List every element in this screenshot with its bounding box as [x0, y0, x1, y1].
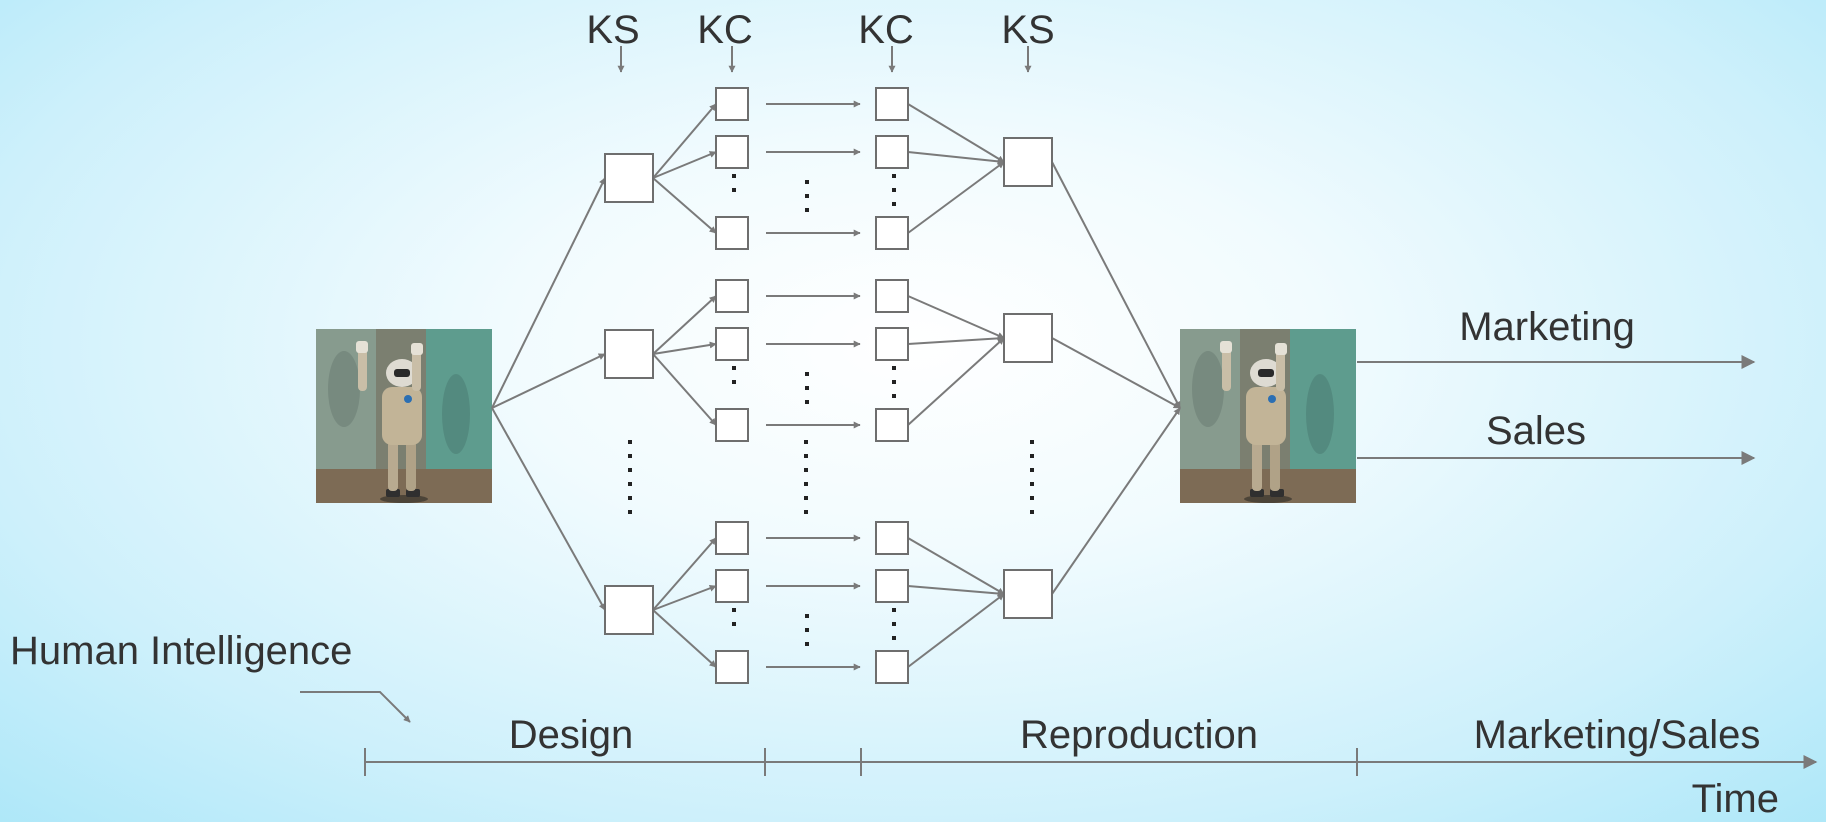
edge-kc-to-ks-2-3: [907, 337, 1005, 426]
top-label-ks-1: KS: [586, 8, 639, 52]
marketing-label: Marketing: [1459, 305, 1635, 349]
phase-design: Design: [509, 713, 634, 757]
edge-ks-to-image-1: [1051, 161, 1181, 409]
kc-box-b-3-3: [875, 650, 909, 684]
robot-image-left: [316, 329, 492, 503]
edge-ks-to-kc-1-3: [652, 177, 717, 234]
diagram-edges: [491, 100, 1181, 671]
edge-kc-to-ks-2-1: [907, 295, 1005, 339]
human-intelligence-label: Human Intelligence: [10, 629, 352, 673]
robot-image-right: [1180, 329, 1356, 503]
kc-box-b-3-1: [875, 521, 909, 555]
edge-ks-to-image-2: [1051, 337, 1181, 409]
top-label-arrows: [617, 46, 1032, 73]
phase-marketing-sales: Marketing/Sales: [1474, 713, 1761, 757]
edge-image-to-ks-3: [491, 407, 606, 611]
kc-box-a-3-2: [715, 569, 749, 603]
kc-box-b-1-1: [875, 87, 909, 121]
edge-ks-to-kc-1-1: [652, 103, 717, 179]
ks-box-right-2: [1003, 313, 1053, 363]
top-label-kc-2: KC: [858, 8, 914, 52]
timeline: [364, 748, 1818, 776]
kc-box-a-3-3: [715, 650, 749, 684]
edge-ks-to-image-3: [1051, 407, 1181, 595]
phase-reproduction: Reproduction: [1020, 713, 1258, 757]
edge-image-to-ks-1: [491, 177, 606, 409]
kc-box-a-2-2: [715, 327, 749, 361]
edge-kc-to-ks-1-1: [907, 103, 1005, 163]
edge-ks-to-kc-2-1: [652, 295, 717, 355]
edge-ks-to-kc-3-1: [652, 537, 717, 611]
edge-kc-to-ks-3-1: [907, 537, 1005, 595]
kc-box-b-3-2: [875, 569, 909, 603]
kc-box-b-1-3: [875, 216, 909, 250]
kc-box-a-2-3: [715, 408, 749, 442]
ks-box-left-2: [604, 329, 654, 379]
edge-ks-to-kc-2-3: [652, 353, 717, 426]
edge-ks-to-kc-3-2: [652, 584, 717, 611]
kc-box-b-2-1: [875, 279, 909, 313]
edge-kc-to-ks-2-2: [907, 334, 1005, 345]
kc-box-a-2-1: [715, 279, 749, 313]
edge-kc-to-ks-1-2: [907, 151, 1005, 165]
kc-box-b-1-2: [875, 135, 909, 169]
top-label-ks-2: KS: [1001, 8, 1054, 52]
kc-box-b-2-2: [875, 327, 909, 361]
kc-box-a-3-1: [715, 521, 749, 555]
ks-box-left-1: [604, 153, 654, 203]
edge-kc-to-ks-3-3: [907, 593, 1005, 668]
time-axis-label: Time: [1692, 777, 1779, 821]
ks-box-right-1: [1003, 137, 1053, 187]
sales-label: Sales: [1486, 409, 1586, 453]
kc-box-a-1-1: [715, 87, 749, 121]
kc-box-b-2-3: [875, 408, 909, 442]
edge-ks-to-kc-2-2: [652, 341, 717, 355]
edge-kc-to-ks-3-2: [907, 585, 1005, 597]
kc-box-a-1-2: [715, 135, 749, 169]
edge-image-to-ks-2: [491, 353, 606, 409]
edge-kc-to-ks-1-3: [907, 161, 1005, 234]
edge-ks-to-kc-1-2: [652, 151, 717, 179]
human-intelligence-arrow: [300, 691, 411, 723]
kc-box-a-1-3: [715, 216, 749, 250]
ks-box-left-3: [604, 585, 654, 635]
diagram-boxes: [604, 87, 1053, 684]
diagram-dots: [628, 174, 1034, 646]
edge-ks-to-kc-3-3: [652, 609, 717, 668]
ks-box-right-3: [1003, 569, 1053, 619]
top-label-kc-1: KC: [697, 8, 753, 52]
